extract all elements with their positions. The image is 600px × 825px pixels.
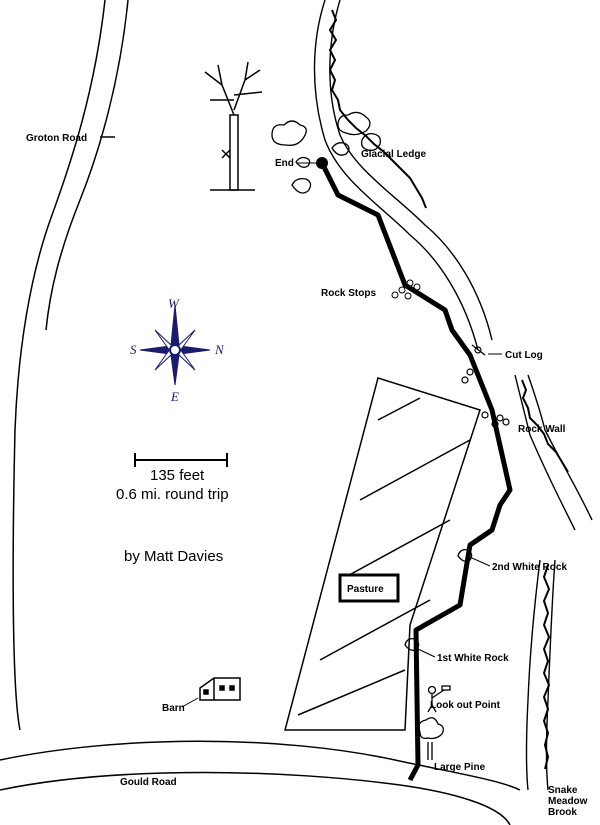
look-out-point-label: Look out Point — [430, 700, 501, 711]
groton-road — [12, 0, 129, 731]
scale-bar — [134, 453, 228, 467]
second-white-rock-label: 2nd White Rock — [492, 562, 567, 573]
large-pine-icon — [418, 717, 444, 760]
brook-label-line1: Snake — [548, 785, 578, 796]
compass-e-label: E — [170, 389, 179, 404]
compass-n-label: N — [214, 342, 225, 357]
second-white-rock-icon — [457, 548, 473, 562]
large-pine-label: Large Pine — [434, 762, 486, 773]
first-white-rock-leader — [417, 648, 436, 658]
gould-road-label: Gould Road — [120, 777, 177, 788]
rock-stops-icon — [391, 279, 421, 300]
compass-icon — [139, 304, 211, 386]
trail-route — [319, 161, 513, 782]
cut-log-label: Cut Log — [505, 350, 543, 361]
rock-stops-label: Rock Stops — [321, 288, 376, 299]
second-white-rock-leader — [471, 557, 491, 567]
glacial-ledge-rocks-icon — [271, 111, 382, 194]
snake-meadow-brook — [525, 559, 556, 791]
rock-wall-label: Rock Wall — [518, 424, 566, 435]
barn-label: Barn — [162, 703, 185, 714]
compass-s-label: S — [130, 342, 137, 357]
brook-label-line3: Brook — [548, 807, 577, 818]
barn-icon — [199, 677, 241, 701]
pasture — [284, 377, 481, 731]
barn-leader — [181, 697, 199, 708]
rock-wall-icon — [481, 411, 510, 428]
bare-tree-icon — [204, 61, 263, 191]
middle-stream — [514, 374, 593, 531]
pasture-label: Pasture — [347, 584, 384, 595]
pasture-sign — [338, 573, 400, 603]
groton-road-label: Groton Road — [26, 133, 87, 144]
scale-distance: 135 feet — [150, 467, 205, 484]
gould-road — [0, 740, 521, 825]
look-out-point-icon — [427, 685, 451, 713]
cut-log-icon — [461, 344, 486, 384]
brook-label-line2: Meadow — [548, 796, 588, 807]
scale-round-trip: 0.6 mi. round trip — [116, 486, 229, 503]
glacial-ledge-label: Glacial Ledge — [361, 149, 426, 160]
first-white-rock-label: 1st White Rock — [437, 653, 509, 664]
compass-w-label: W — [168, 296, 180, 311]
end-point — [316, 157, 328, 169]
author-credit: by Matt Davies — [124, 548, 223, 565]
first-white-rock-icon — [404, 637, 420, 651]
end-label: End — [275, 158, 294, 169]
